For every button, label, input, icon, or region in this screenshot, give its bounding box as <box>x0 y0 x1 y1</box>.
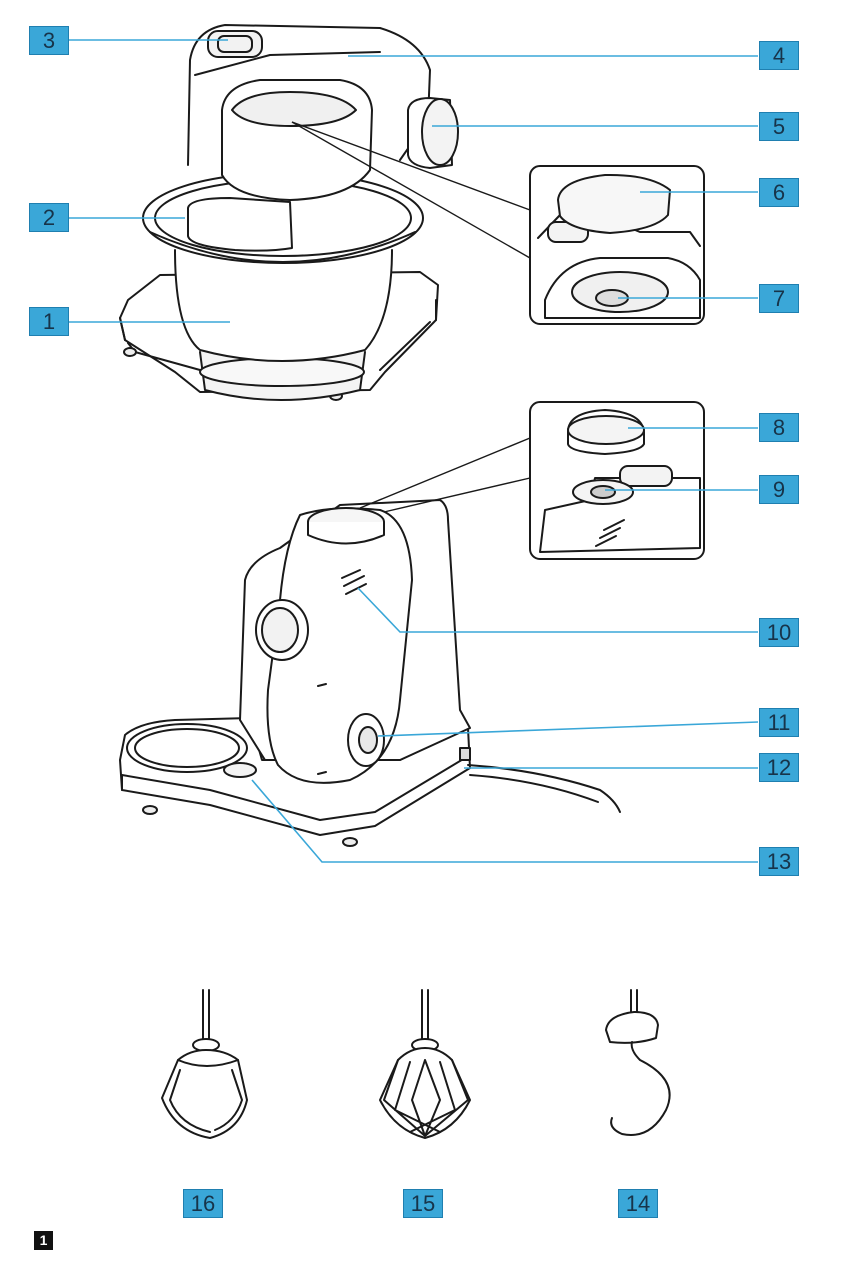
callout-1: 1 <box>29 307 69 336</box>
callout-4: 4 <box>759 41 799 70</box>
tool-whisk <box>380 990 470 1138</box>
callout-15: 15 <box>403 1189 443 1218</box>
top-mixer-illustration <box>120 25 458 400</box>
inset-drive-cover <box>530 402 704 559</box>
callout-9: 9 <box>759 475 799 504</box>
callout-5: 5 <box>759 112 799 141</box>
callout-13: 13 <box>759 847 799 876</box>
callout-10: 10 <box>759 618 799 647</box>
callout-16: 16 <box>183 1189 223 1218</box>
callout-2: 2 <box>29 203 69 232</box>
callout-8: 8 <box>759 413 799 442</box>
callout-6: 6 <box>759 178 799 207</box>
figure-number-badge: 1 <box>34 1231 53 1250</box>
inset-cover-and-drive <box>530 166 704 324</box>
tool-flexi-beater <box>162 990 247 1138</box>
callout-3: 3 <box>29 26 69 55</box>
tool-dough-hook <box>606 990 670 1135</box>
callout-7: 7 <box>759 284 799 313</box>
callout-14: 14 <box>618 1189 658 1218</box>
callout-12: 12 <box>759 753 799 782</box>
callout-11: 11 <box>759 708 799 737</box>
